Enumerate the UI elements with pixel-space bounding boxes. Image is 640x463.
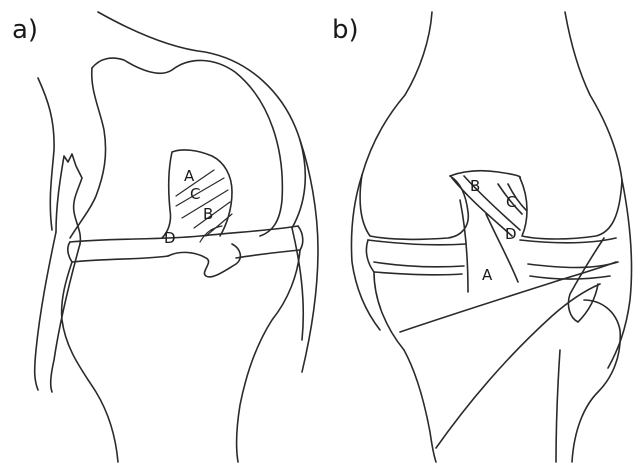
panel-b-collateral-slip xyxy=(568,238,604,322)
panel-a-label-C: C xyxy=(190,185,200,203)
panel-b-diagonal-band-upper xyxy=(400,262,616,332)
panel-a-label-D: D xyxy=(164,229,176,247)
panel-a-shaft-left xyxy=(38,78,54,230)
panel-b-notch xyxy=(450,171,520,178)
panel-b-label-D: D xyxy=(505,225,517,243)
panel-a-fibula xyxy=(35,232,80,392)
panel-a-meniscus-right xyxy=(298,226,303,250)
panel-b-diagonal-band-lower xyxy=(436,284,600,448)
panel-a-femur-medial-edge xyxy=(92,58,282,236)
panel-b-femur-left xyxy=(362,12,432,175)
panel-b-femur-right xyxy=(565,12,622,180)
panel-a-femur-outline xyxy=(98,12,305,228)
panel-b: b) B C D A xyxy=(332,12,632,462)
panel-a: a) A C B D xyxy=(12,12,318,462)
panel-a-femur-condyle xyxy=(70,68,106,238)
panel-a-label-B: B xyxy=(203,205,213,223)
panel-a-tibia-left xyxy=(62,262,118,462)
panel-a-tibia-right xyxy=(237,250,300,462)
panel-a-ligament-stump xyxy=(168,244,240,277)
panel-b-label-B: B xyxy=(470,177,480,195)
panel-b-meniscus-bottom xyxy=(374,262,618,268)
panel-b-label-C: C xyxy=(506,193,516,211)
panel-a-label-A: A xyxy=(184,167,195,185)
panel-b-condyle-right xyxy=(520,178,622,239)
panel-b-label-A: A xyxy=(482,266,493,284)
panel-b-fibula xyxy=(556,300,620,462)
panel-a-fibula-stump xyxy=(56,154,82,244)
panel-b-condyle-left xyxy=(360,175,468,239)
panel-a-meniscus-left xyxy=(68,242,72,262)
panel-a-label: a) xyxy=(12,15,38,45)
panel-b-meniscus-left xyxy=(366,240,374,272)
panel-b-tibia-left xyxy=(374,272,436,462)
panel-b-label: b) xyxy=(332,15,359,45)
